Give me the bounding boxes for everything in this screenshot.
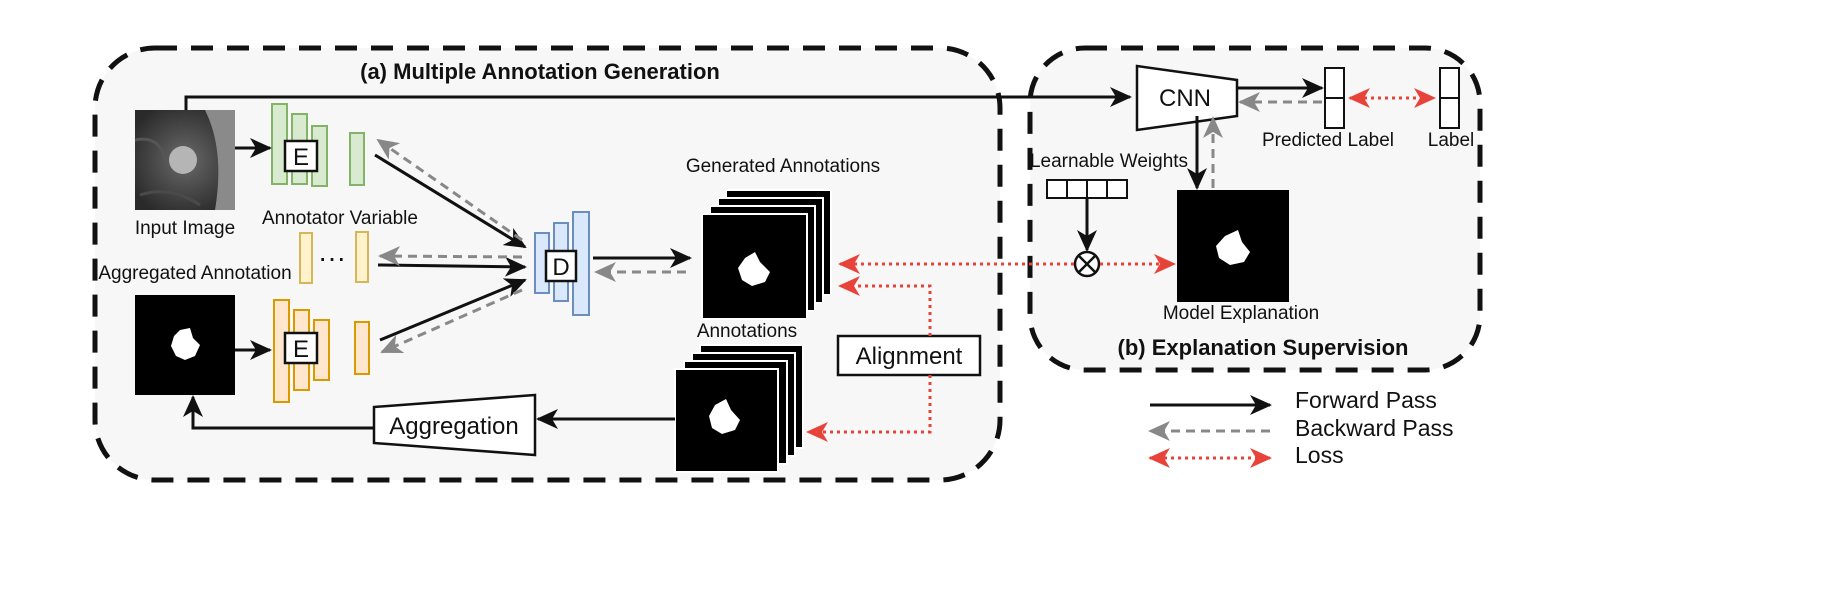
svg-text:D: D [552, 254, 569, 281]
arrow-yellow-to-decoder [377, 256, 527, 277]
latent-yellow-left [299, 232, 313, 284]
arrow-green-to-decoder [374, 153, 527, 249]
encoder-orange: E [273, 299, 330, 403]
legend-loss-label: Loss [1295, 442, 1344, 468]
predicted-label-vector [1324, 67, 1345, 129]
cnn-label: CNN [1159, 85, 1211, 112]
latent-green [349, 132, 365, 186]
alignment-label: Alignment [856, 343, 963, 370]
input-image-label: Input Image [135, 218, 235, 239]
annotations-stack [674, 344, 804, 473]
svg-text:E: E [293, 336, 309, 363]
legend-forward-label: Forward Pass [1295, 387, 1437, 413]
annotations-label: Annotations [697, 321, 797, 342]
predicted-label-text: Predicted Label [1262, 130, 1394, 151]
back-arrow-to-yellow [378, 246, 523, 267]
model-explanation-map [1177, 190, 1289, 302]
ellipsis: ··· [318, 242, 346, 273]
aggregation-block [372, 393, 537, 457]
loss-alignment-to-annotations [806, 375, 932, 442]
encoder-green: E [271, 103, 328, 187]
arrow-orange-to-decoder [379, 278, 527, 342]
legend: Forward Pass Backward Pass Loss [1148, 387, 1454, 468]
arrow-aggregation-to-mask [183, 395, 374, 430]
multiply-icon [1073, 250, 1101, 278]
alignment-box [836, 334, 982, 377]
learnable-weights-label: Learnable Weights [1030, 151, 1188, 172]
cnn-block [1135, 64, 1239, 132]
loss-alignment-to-generated [838, 276, 932, 336]
aggregated-annotation-label: Aggregated Annotation [98, 263, 291, 284]
legend-backward-label: Backward Pass [1295, 415, 1454, 441]
arrow-input-to-cnn [184, 87, 1132, 110]
back-arrow-to-orange [380, 288, 523, 354]
panel-a-title: (a) Multiple Annotation Generation [360, 59, 720, 84]
latent-orange [354, 321, 370, 375]
learnable-weights-vector [1046, 179, 1128, 199]
label-text: Label [1428, 130, 1475, 151]
model-explanation-label: Model Explanation [1163, 303, 1319, 324]
generated-annotations-stack [701, 189, 832, 320]
latent-yellow-right [355, 231, 369, 283]
svg-text:E: E [293, 144, 309, 171]
panel-b-title: (b) Explanation Supervision [1118, 335, 1409, 360]
annotator-variable-label: Annotator Variable [262, 208, 418, 229]
aggregated-annotation-mask [135, 295, 235, 395]
generated-annotations-label: Generated Annotations [686, 156, 880, 177]
input-image [134, 110, 235, 210]
aggregation-label: Aggregation [389, 413, 518, 440]
label-vector [1439, 67, 1460, 129]
decoder-blue: D [534, 211, 590, 316]
